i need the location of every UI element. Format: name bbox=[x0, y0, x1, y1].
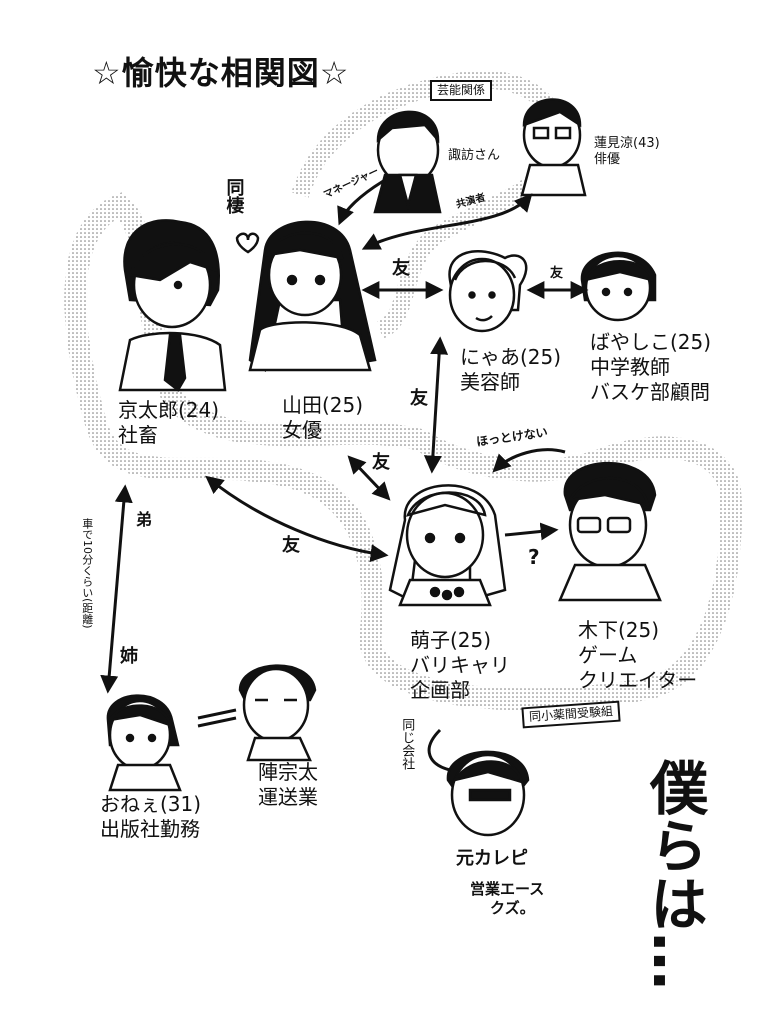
tomo-label-kyotaro-moeko: 友 bbox=[282, 535, 300, 556]
tomo-label-nyaa-moeko: 友 bbox=[410, 388, 428, 409]
ex-boyfriend-role-label: 営業エース クズ。 bbox=[470, 880, 545, 917]
dosei-label: 同棲 bbox=[223, 178, 245, 214]
nyaa-portrait bbox=[448, 250, 528, 333]
ex-boyfriend-portrait bbox=[446, 750, 530, 837]
ane-label: 姉 bbox=[120, 646, 138, 667]
tomo-label-yamada-nyaa: 友 bbox=[392, 258, 410, 279]
childhood-group-band bbox=[64, 192, 742, 711]
tomo-label-nyaa-bayashiko: 友 bbox=[550, 266, 564, 281]
diagram-title: ☆愉快な相関図☆ bbox=[92, 54, 350, 92]
moeko-portrait bbox=[388, 484, 507, 607]
otouto-label: 弟 bbox=[136, 510, 153, 529]
yamada-label: 山田(25) 女優 bbox=[282, 393, 364, 442]
onee-portrait bbox=[106, 694, 182, 792]
kyotaro-label: 京太郎(24) 社畜 bbox=[118, 398, 220, 447]
bayashiko-portrait bbox=[580, 251, 657, 322]
distance-label: 車で10分くらい(距離) bbox=[80, 518, 94, 629]
kyotaro-portrait bbox=[118, 219, 227, 392]
tomo-label-yamada-moeko: 友 bbox=[372, 452, 390, 473]
closing-text: 僕らは… bbox=[640, 758, 708, 990]
nyaa-label: にゃあ(25) 美容師 bbox=[460, 345, 562, 394]
relation-arrows bbox=[100, 178, 589, 772]
kinoshita-portrait bbox=[558, 461, 662, 602]
suwa-label: 諏訪さん bbox=[448, 148, 501, 163]
geino-group-label: 芸能関係 bbox=[430, 80, 493, 101]
suwa-portrait bbox=[373, 110, 442, 214]
jin-portrait bbox=[238, 664, 317, 762]
onaji-kaisha-label: 同じ会社 bbox=[399, 718, 415, 770]
onee-label: おねぇ(31) 出版社勤務 bbox=[100, 792, 202, 841]
bayashiko-label: ばやしこ(25) 中学教師 バスケ部顧問 bbox=[590, 330, 712, 404]
jin-label: 陣宗太 運送業 bbox=[258, 760, 318, 809]
ex-boyfriend-label: 元カレピ bbox=[456, 848, 528, 869]
hasumi-label: 蓮見涼(43) 俳優 bbox=[594, 136, 660, 168]
yamada-portrait bbox=[235, 220, 377, 373]
moeko-label: 萌子(25) バリキャリ 企画部 bbox=[410, 628, 510, 702]
hasumi-portrait bbox=[520, 98, 587, 197]
kinoshita-label: 木下(25) ゲーム クリエイター bbox=[578, 618, 698, 692]
question-label: ? bbox=[528, 545, 540, 569]
